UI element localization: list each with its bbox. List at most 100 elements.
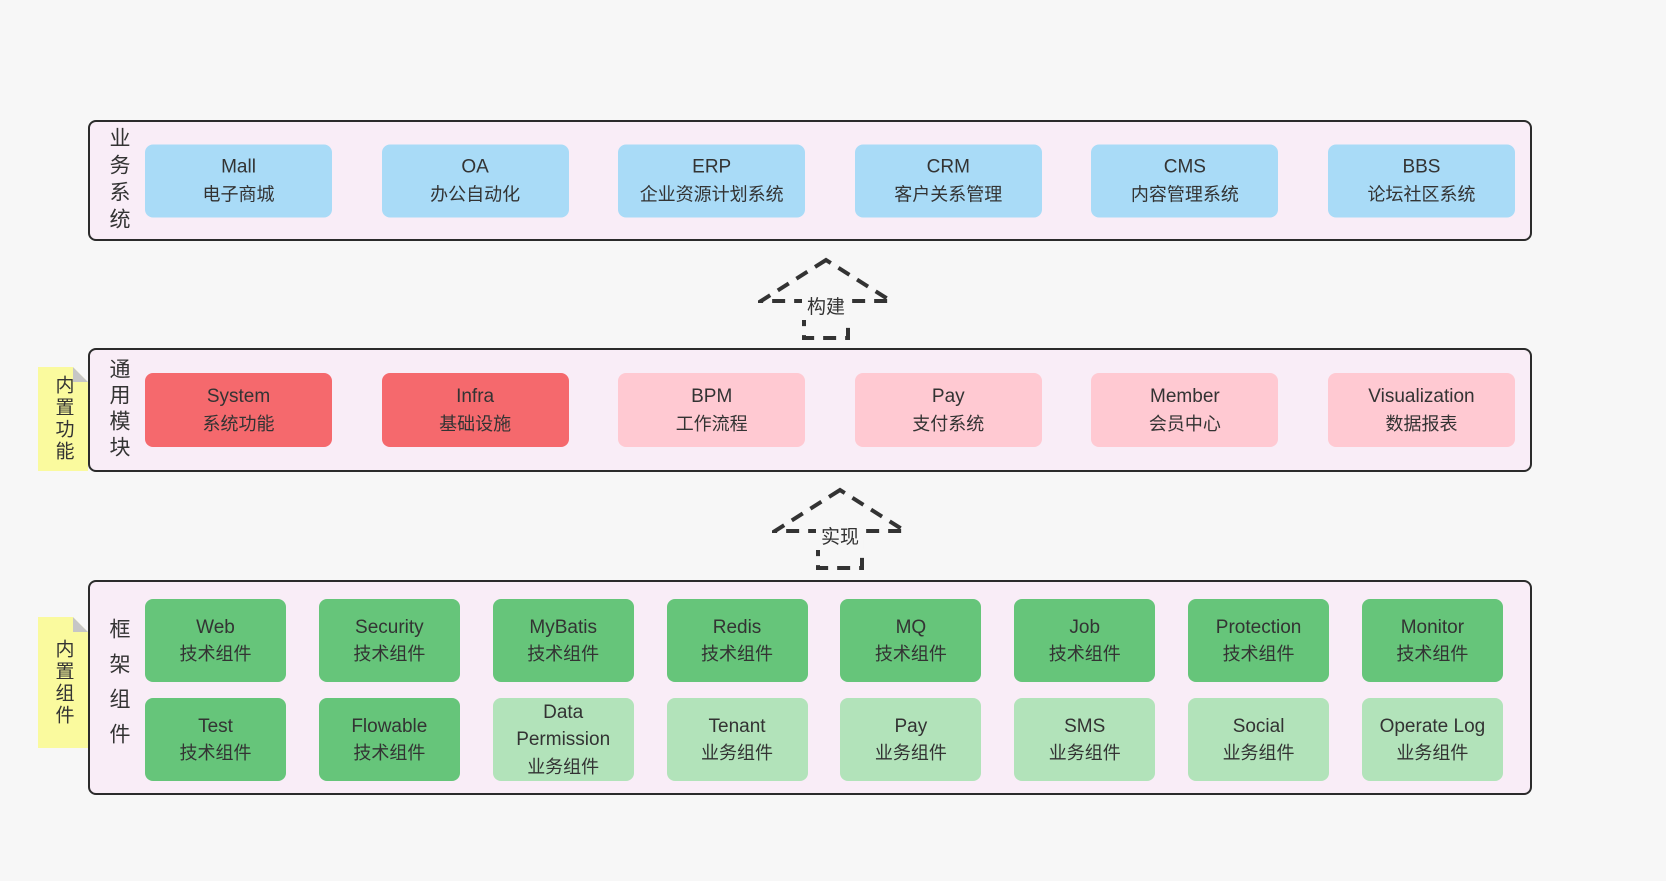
box-subtitle: 技术组件 (701, 644, 774, 665)
box-subtitle: 会员中心 (1148, 413, 1221, 434)
business-systems-row: Mall 电子商城 OA 办公自动化 ERP 企业资源计划系统 CRM 客户关系… (145, 144, 1515, 217)
arrow-build-label: 构建 (801, 291, 851, 320)
box-subtitle: 技术组件 (1396, 644, 1469, 665)
box-title: Redis (712, 616, 762, 638)
box-subtitle: 论坛社区系统 (1367, 184, 1476, 205)
box-title: Social (1232, 715, 1285, 737)
box-cms: CMS 内容管理系统 (1091, 144, 1279, 217)
box-subtitle: 技术组件 (874, 644, 947, 665)
box-mybatis: MyBatis 技术组件 (492, 599, 634, 682)
box-infra: Infra 基础设施 (381, 373, 569, 447)
box-test: Test 技术组件 (145, 698, 286, 781)
box-redis: Redis 技术组件 (666, 599, 808, 682)
box-title: Operate Log (1379, 715, 1486, 737)
box-title: OA (461, 156, 489, 178)
framework-row-1: Web 技术组件 Security 技术组件 MyBatis 技术组件 Redi… (145, 599, 1503, 682)
box-subtitle: 技术组件 (353, 644, 426, 665)
sticky-tab-label: 内置组件 (52, 638, 74, 727)
box-subtitle: 业务组件 (1396, 743, 1469, 764)
section-label-business-systems: 业务系统 (107, 126, 130, 235)
box-title: ERP (692, 156, 732, 178)
common-modules-row: System 系统功能 Infra 基础设施 BPM 工作流程 Pay 支付系统… (145, 373, 1515, 447)
box-subtitle: 业务组件 (527, 757, 600, 777)
box-subtitle: 业务组件 (1048, 743, 1121, 764)
box-visualization: Visualization 数据报表 (1327, 373, 1515, 447)
box-flowable: Flowable 技术组件 (318, 698, 460, 781)
section-business-systems: 业务系统 Mall 电子商城 OA 办公自动化 ERP 企业资源计划系统 CRM… (88, 120, 1532, 241)
box-subtitle: 客户关系管理 (894, 184, 1003, 205)
box-subtitle: 数据报表 (1385, 413, 1458, 434)
box-oa: OA 办公自动化 (381, 144, 569, 217)
box-title: Tenant (708, 715, 766, 737)
box-bpm: BPM 工作流程 (618, 373, 806, 447)
box-title: Job (1069, 616, 1101, 638)
box-title: Test (198, 715, 233, 737)
box-title: Flowable (351, 715, 428, 737)
box-subtitle: 系统功能 (202, 413, 275, 434)
box-subtitle: 基础设施 (439, 413, 512, 434)
arrow-implement: 实现 (772, 487, 908, 571)
box-subtitle: 办公自动化 (430, 184, 521, 205)
folded-corner-icon (73, 367, 88, 382)
box-subtitle: 技术组件 (179, 743, 252, 764)
box-subtitle: 技术组件 (1222, 644, 1295, 665)
box-title: System (206, 386, 271, 408)
arrow-up-icon (772, 487, 908, 570)
box-pay-biz: Pay 业务组件 (840, 698, 982, 781)
box-subtitle: 内容管理系统 (1130, 184, 1239, 205)
arrow-build: 构建 (758, 257, 894, 341)
box-title: MyBatis (529, 616, 597, 638)
box-title: Member (1150, 386, 1220, 408)
box-crm: CRM 客户关系管理 (854, 144, 1042, 217)
box-title: Mall (221, 156, 256, 178)
box-subtitle: 电子商城 (202, 184, 275, 205)
section-framework-components: 框架组件 Web 技术组件 Security 技术组件 MyBatis 技术组件… (88, 580, 1532, 795)
box-subtitle: 技术组件 (1048, 644, 1121, 665)
sticky-tab-builtin-features: 内置功能 (38, 367, 88, 471)
box-subtitle: 技术组件 (527, 644, 600, 665)
box-member: Member 会员中心 (1091, 373, 1279, 447)
box-data-permission: Data Permission 业务组件 (492, 698, 634, 781)
box-title: BPM (691, 386, 733, 408)
box-title: BBS (1402, 156, 1441, 178)
box-mall: Mall 电子商城 (145, 144, 332, 217)
framework-components-grid: Web 技术组件 Security 技术组件 MyBatis 技术组件 Redi… (145, 599, 1503, 781)
box-social: Social 业务组件 (1188, 698, 1330, 781)
box-title: CMS (1163, 156, 1206, 178)
box-web: Web 技术组件 (145, 599, 286, 682)
box-subtitle: 企业资源计划系统 (639, 184, 784, 205)
box-operate-log: Operate Log 业务组件 (1361, 698, 1503, 781)
box-subtitle: 工作流程 (675, 413, 748, 434)
box-bbs: BBS 论坛社区系统 (1327, 144, 1515, 217)
box-job: Job 技术组件 (1014, 599, 1156, 682)
box-title: Pay (894, 715, 928, 737)
box-title: Infra (456, 386, 495, 408)
box-title: Visualization (1368, 386, 1475, 408)
framework-row-2: Test 技术组件 Flowable 技术组件 Data Permission … (145, 698, 1503, 781)
box-title: Web (196, 616, 235, 638)
box-title: Monitor (1400, 616, 1465, 638)
box-subtitle: 支付系统 (912, 413, 985, 434)
arrow-up-icon (758, 257, 894, 340)
sticky-tab-builtin-components: 内置组件 (38, 617, 88, 748)
box-title: Data Permission (516, 701, 611, 751)
box-erp: ERP 企业资源计划系统 (618, 144, 806, 217)
box-mq: MQ 技术组件 (840, 599, 982, 682)
box-monitor: Monitor 技术组件 (1361, 599, 1503, 682)
box-sms: SMS 业务组件 (1014, 698, 1156, 781)
box-subtitle: 业务组件 (701, 743, 774, 764)
box-title: Pay (931, 386, 965, 408)
box-subtitle: 技术组件 (353, 743, 426, 764)
box-title: CRM (926, 156, 970, 178)
sticky-tab-label: 内置功能 (52, 375, 74, 463)
section-label-common-modules: 通用模块 (107, 358, 130, 462)
box-subtitle: 业务组件 (1222, 743, 1295, 764)
box-system: System 系统功能 (145, 373, 332, 447)
box-title: MQ (895, 616, 927, 638)
arrow-implement-label: 实现 (815, 521, 865, 550)
box-title: Protection (1215, 616, 1302, 638)
box-tenant: Tenant 业务组件 (666, 698, 808, 781)
box-security: Security 技术组件 (318, 599, 460, 682)
box-subtitle: 业务组件 (874, 743, 947, 764)
